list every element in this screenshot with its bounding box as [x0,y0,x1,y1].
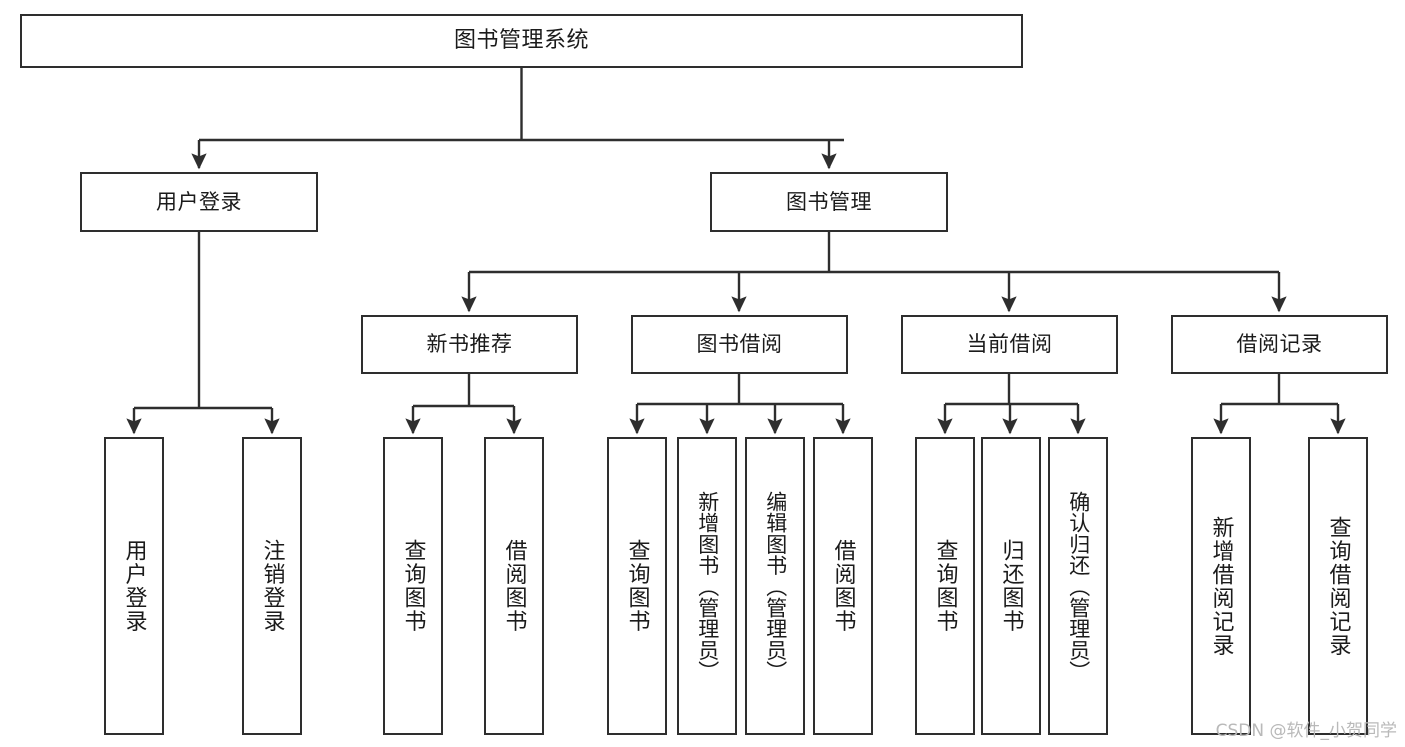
node-label: 图书管理 [786,189,872,214]
node-leaf-add-book[interactable]: 新增图书（管理员） [677,437,737,735]
node-label: 查询图书 [400,539,426,633]
node-leaf-return-book[interactable]: 归还图书 [981,437,1041,735]
node-label: 归还图书 [998,539,1024,633]
node-borrow-record[interactable]: 借阅记录 [1171,315,1388,374]
node-label: 当前借阅 [966,332,1053,357]
node-label: 新增图书（管理员） [695,490,720,682]
node-label: 图书管理系统 [453,28,589,54]
node-label: 借阅图书 [830,539,856,633]
node-label: 图书借阅 [696,332,783,357]
node-label: 用户登录 [156,189,242,214]
node-label: 注销登录 [259,539,285,633]
node-label: 新书推荐 [426,332,513,357]
node-label: 确认归还（管理员） [1066,490,1091,682]
node-leaf-query-book-1[interactable]: 查询图书 [383,437,443,735]
node-book-manage[interactable]: 图书管理 [710,172,948,232]
node-leaf-edit-book[interactable]: 编辑图书（管理员） [745,437,805,735]
node-label: 用户登录 [121,539,147,633]
node-label: 查询图书 [932,539,958,633]
node-leaf-borrow-book-1[interactable]: 借阅图书 [484,437,544,735]
node-book-borrow[interactable]: 图书借阅 [631,315,848,374]
node-leaf-query-book-3[interactable]: 查询图书 [915,437,975,735]
node-user-login[interactable]: 用户登录 [80,172,318,232]
node-label: 编辑图书（管理员） [763,490,788,682]
node-new-book-recommend[interactable]: 新书推荐 [361,315,578,374]
node-leaf-logout[interactable]: 注销登录 [242,437,302,735]
node-label: 借阅图书 [501,539,527,633]
node-leaf-borrow-book-2[interactable]: 借阅图书 [813,437,873,735]
node-current-borrow[interactable]: 当前借阅 [901,315,1118,374]
node-leaf-query-book-2[interactable]: 查询图书 [607,437,667,735]
csdn-watermark: CSDN @软件_小贺同学 [1215,721,1397,741]
node-label: 查询图书 [624,539,650,633]
node-root-system[interactable]: 图书管理系统 [20,14,1023,68]
node-leaf-query-record[interactable]: 查询借阅记录 [1308,437,1368,735]
node-leaf-user-login[interactable]: 用户登录 [104,437,164,735]
node-label: 查询借阅记录 [1325,515,1351,657]
node-leaf-add-record[interactable]: 新增借阅记录 [1191,437,1251,735]
node-leaf-confirm-return[interactable]: 确认归还（管理员） [1048,437,1108,735]
node-label: 新增借阅记录 [1208,515,1234,657]
node-label: 借阅记录 [1236,332,1323,357]
